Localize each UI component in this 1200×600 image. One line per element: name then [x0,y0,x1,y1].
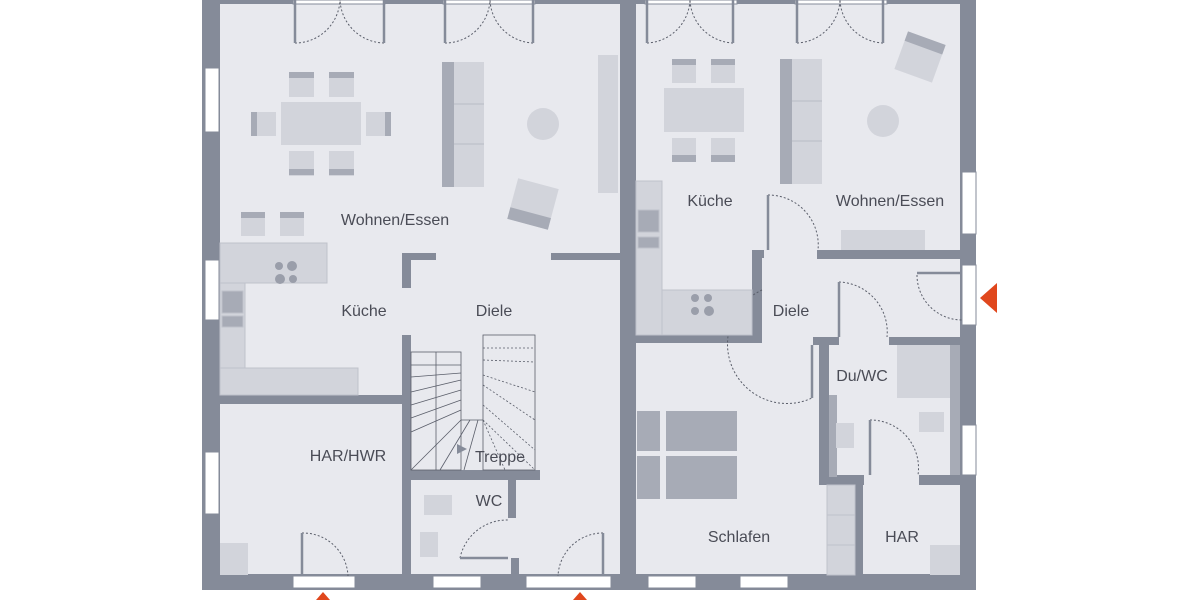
har-unit-right [930,545,960,575]
room-label-kueche-left: Küche [341,303,387,320]
bar-stools-left [241,212,304,236]
room-label-schlafen: Schlafen [707,529,771,546]
sideboard-right [841,230,925,250]
har-unit-left [220,543,248,575]
sideboard-left [598,55,618,193]
coffee-table-right [867,105,899,137]
room-label-diele-left: Diele [475,303,513,320]
stove-left [275,261,297,284]
stair-direction-arrow-icon [457,444,467,454]
interior-walls-right [636,250,961,575]
coffee-table-left [527,108,559,140]
wc-sink-left [420,532,438,557]
sink-right [836,423,854,448]
kitchen-counter-right [635,180,753,336]
kitchen-counter-left [219,242,359,396]
bath-side-unit [950,345,960,475]
room-label-treppe: Treppe [474,449,526,466]
armchair-right [894,31,946,83]
staircase [410,334,536,471]
bed [636,410,740,500]
entrance-marker-icon [573,592,587,600]
room-label-har: HAR [885,529,919,546]
room-label-diele-right: Diele [772,303,810,320]
wc-toilet-left [424,495,452,515]
interior-walls-left [220,253,620,576]
room-label-wohnen-essen-right: Wohnen/Essen [835,193,945,210]
room-label-wohnen-essen-left: Wohnen/Essen [340,212,450,229]
bath-counter [829,395,837,477]
dining-set-left [251,72,391,176]
door-swings [294,0,963,577]
room-label-wc: WC [475,493,503,510]
room-label-du-wc: Du/WC [836,368,888,385]
entrance-marker-icon [316,592,330,600]
sofa-right [780,59,822,184]
toilet-right [919,412,944,432]
room-label-har-hwr: HAR/HWR [309,448,387,465]
door-leaves [293,0,960,576]
wardrobe [826,484,856,576]
room-label-kueche-right: Küche [687,193,733,210]
stove-right [691,294,714,316]
entrance-marker-icon [980,283,997,313]
armchair-left [507,178,559,230]
dining-set-right [664,59,744,162]
windows [204,0,977,589]
shower [897,345,951,398]
sofa-left [442,62,484,187]
